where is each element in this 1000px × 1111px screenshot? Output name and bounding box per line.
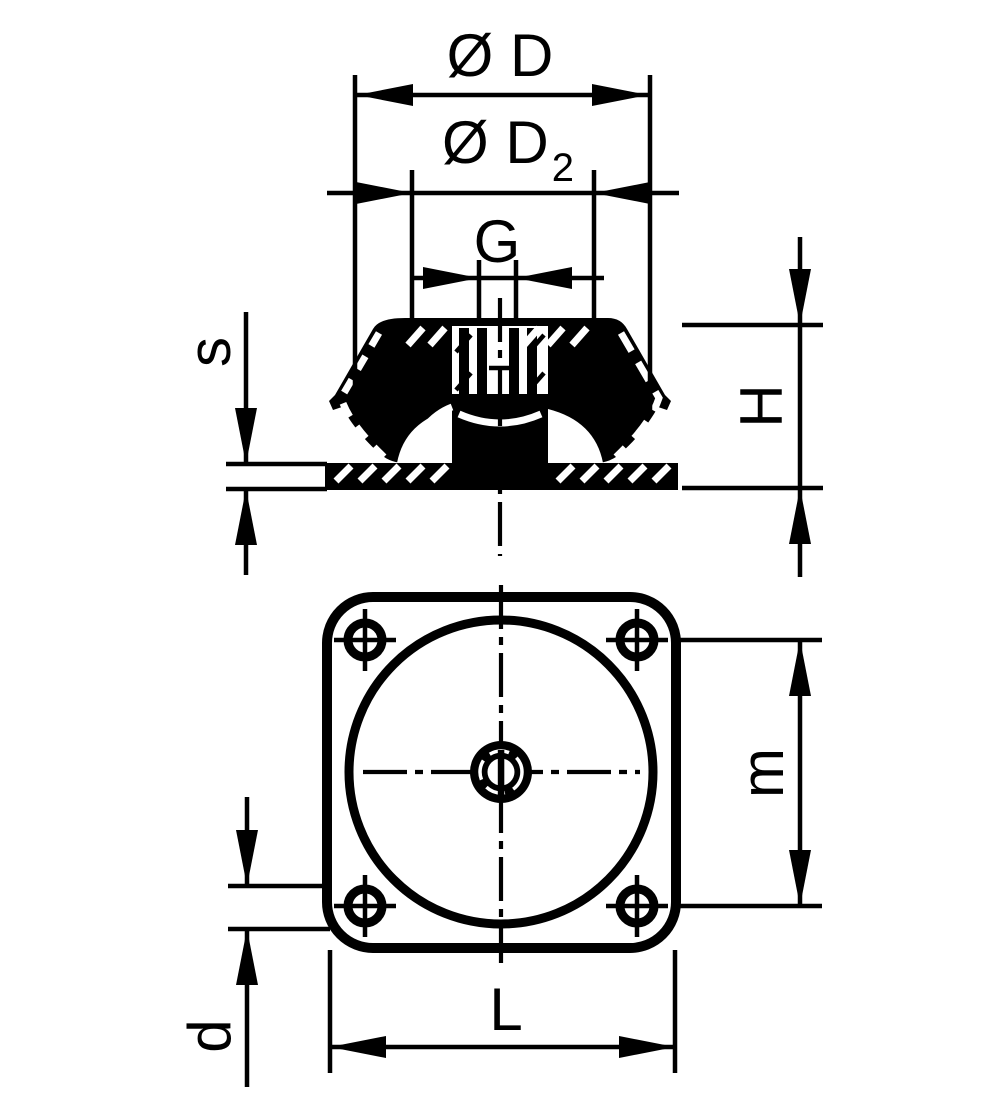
thread-hatch	[527, 371, 546, 392]
skirt-highlight-left	[405, 403, 454, 461]
thread-line	[477, 328, 487, 398]
arrowhead	[356, 182, 412, 204]
arrowhead	[235, 489, 257, 545]
body-cavity-right	[548, 409, 603, 463]
arrowhead	[594, 182, 650, 204]
arrowhead	[330, 1036, 386, 1058]
dimension-D2: Ø D2	[327, 109, 679, 323]
cap-hatch	[569, 325, 590, 348]
slope-dash-right	[613, 331, 663, 460]
dimension-H: H	[682, 237, 823, 577]
plate-hatch	[333, 463, 354, 484]
arrowhead	[619, 1036, 675, 1058]
plate-hatch	[579, 463, 600, 484]
arrowhead	[516, 267, 572, 289]
thread-hatch	[454, 371, 473, 392]
plan-view: m d L	[176, 585, 822, 1087]
dimension-m-label: m	[729, 748, 796, 798]
arrowhead	[789, 850, 811, 906]
dimension-L-label: L	[489, 976, 522, 1043]
arrowhead	[592, 84, 648, 106]
arrowhead	[789, 269, 811, 325]
plate-hatch	[357, 463, 378, 484]
bolt-hole	[606, 609, 668, 671]
dimension-D-label: Ø D	[447, 22, 554, 89]
cap-hatch	[427, 325, 448, 348]
thread-hatch	[454, 333, 473, 354]
dimension-G-label: G	[474, 208, 521, 275]
plate-hatch	[555, 463, 576, 484]
dimension-m: m	[679, 637, 822, 909]
arrowhead	[357, 84, 413, 106]
dimension-s-label: s	[176, 337, 243, 367]
dimension-G: G	[413, 208, 604, 320]
center-bore-centerline	[497, 750, 505, 795]
dimension-d-label: d	[176, 1019, 243, 1052]
plate-hatch	[381, 463, 402, 484]
arrowhead	[789, 488, 811, 544]
cap-hatch	[545, 325, 566, 348]
plate-hatch	[603, 463, 624, 484]
plate-hatch	[405, 463, 426, 484]
dimension-D: Ø D	[352, 22, 653, 410]
thread-line	[509, 328, 519, 398]
body-circle	[344, 615, 658, 929]
thread-line	[459, 328, 469, 398]
dimension-s: s	[176, 312, 327, 575]
dimension-d: d	[176, 797, 330, 1087]
center-bore	[470, 741, 532, 803]
arrowhead	[236, 830, 258, 886]
thread-hatch	[527, 333, 546, 354]
thread-line	[527, 328, 537, 398]
bolt-hole	[334, 609, 396, 671]
bolt-hole	[606, 875, 668, 937]
arrowhead	[236, 929, 258, 985]
dimension-H-label: H	[728, 384, 795, 427]
plate-hatch	[429, 463, 450, 484]
bolt-hole	[334, 875, 396, 937]
arrowhead	[423, 267, 479, 289]
arrowhead	[789, 640, 811, 696]
plate-hatch	[627, 463, 648, 484]
plate-hatch	[651, 463, 672, 484]
cap-hatch	[405, 325, 426, 348]
arrowhead	[235, 408, 257, 464]
dimension-L: L	[327, 950, 678, 1073]
dimension-D2-label: Ø D2	[442, 109, 574, 190]
cap-hatch	[521, 325, 542, 348]
section-view: Ø D Ø D2 G s	[176, 22, 823, 577]
flange-plate-outline	[322, 592, 681, 953]
slope-dash-left	[337, 331, 387, 460]
